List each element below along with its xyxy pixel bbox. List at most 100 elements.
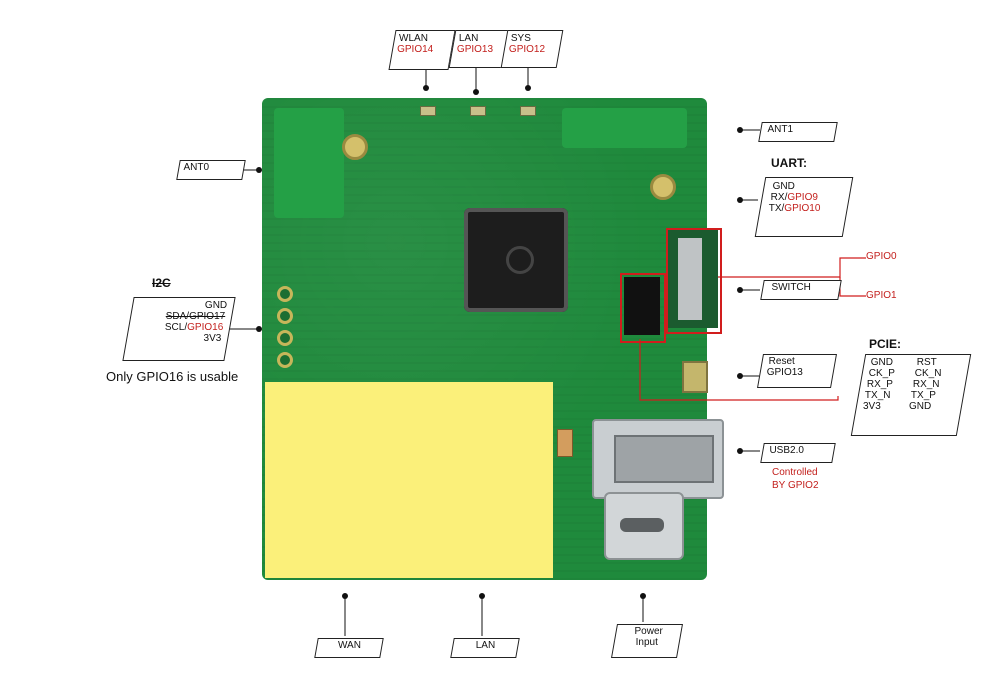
callout-dot <box>737 448 743 454</box>
uart-gnd: GND <box>772 181 795 192</box>
wan-label: WAN <box>314 638 384 658</box>
wlan-gpio: GPIO14 <box>397 44 434 55</box>
soc-chip <box>464 208 568 312</box>
pcie-pin: CK_P <box>868 368 895 379</box>
pcie-pin-header <box>624 277 660 335</box>
sys-name: SYS <box>510 33 531 44</box>
switch-body <box>678 238 702 320</box>
callout-dot <box>640 593 646 599</box>
uart-pin-box: GND RX/GPIO9 TX/GPIO10 <box>754 177 854 237</box>
sys-label: SYS GPIO12 <box>500 30 564 68</box>
pcie-pin: RX_N <box>912 379 940 390</box>
switch-label: SWITCH <box>760 280 842 300</box>
capacitor-icon <box>557 429 573 457</box>
usb-note-line1: Controlled <box>772 467 818 478</box>
i2c-3v3: 3V3 <box>203 333 222 344</box>
pcie-row: RX_P RX_N <box>867 379 959 390</box>
i2c-scl-prefix: SCL/ <box>164 322 188 333</box>
pcie-pin: GND <box>870 357 893 368</box>
header-pin-icon <box>277 330 293 346</box>
i2c-note: Only GPIO16 is usable <box>106 369 239 384</box>
antenna-area-left <box>274 108 344 218</box>
pcie-heading: PCIE: <box>869 337 902 351</box>
usb-label: USB2.0 <box>760 443 836 463</box>
power-label: Power Input <box>611 624 683 658</box>
sys-gpio: GPIO12 <box>508 44 546 55</box>
pcie-pin: TX_N <box>864 390 891 401</box>
ant1-label: ANT1 <box>758 122 838 142</box>
power-line2: Input <box>635 637 658 648</box>
callout-dot <box>737 373 743 379</box>
uart-rx-prefix: RX/ <box>770 192 788 203</box>
usb-note-line2: BY GPIO2 <box>772 480 819 491</box>
reset-label: Reset GPIO13 <box>757 354 837 388</box>
callout-dot <box>479 593 485 599</box>
pcie-pin: TX_P <box>910 390 936 401</box>
ethernet-transformer-cover <box>265 382 553 578</box>
callout-dot <box>423 85 429 91</box>
callout-dot <box>256 167 262 173</box>
micro-usb-opening <box>620 518 664 532</box>
micro-usb-power-port-icon <box>604 492 684 560</box>
sys-led-icon <box>520 106 536 116</box>
lan-bottom-label: LAN <box>450 638 520 658</box>
uart-rx: RX/GPIO9 <box>771 192 841 203</box>
header-pin-icon <box>277 286 293 302</box>
callout-dot <box>737 127 743 133</box>
antenna-area-right <box>562 108 687 148</box>
lan-top-name: LAN <box>458 33 479 44</box>
lan-top-label: LAN GPIO13 <box>448 30 510 68</box>
pcie-pin: RST <box>916 357 937 368</box>
pcie-pin: 3V3 <box>862 401 881 412</box>
uart-tx: TX/GPIO10 <box>769 203 839 214</box>
ant0-text: ANT0 <box>183 162 210 173</box>
switch-gpio0: GPIO0 <box>866 251 897 262</box>
i2c-gnd: GND <box>204 300 228 311</box>
pcie-pin-box: GND RST CK_P CK_N RX_P RX_N TX_N TX_P 3V3 GND <box>850 354 972 436</box>
wlan-led-icon <box>420 106 436 116</box>
lan-top-gpio: GPIO13 <box>456 44 494 55</box>
i2c-scl: SCL/GPIO16 <box>135 322 223 333</box>
switch-text: SWITCH <box>771 282 811 293</box>
usb-text: USB2.0 <box>769 445 804 456</box>
i2c-pin-box: GND SDA/GPIO17 SCL/GPIO16 3V3 <box>122 297 236 361</box>
i2c-header-pins <box>274 282 296 368</box>
uart-heading: UART: <box>771 156 807 170</box>
ant1-text: ANT1 <box>767 124 794 135</box>
pcie-row: TX_N TX_P <box>865 390 957 401</box>
callout-dot <box>737 197 743 203</box>
pcie-pin: CK_N <box>914 368 942 379</box>
callout-dot <box>256 326 262 332</box>
lan-bottom-text: LAN <box>475 640 496 651</box>
uart-tx-gpio: GPIO10 <box>784 203 821 214</box>
header-pin-icon <box>277 352 293 368</box>
uart-rx-gpio: GPIO9 <box>787 192 818 203</box>
callout-dot <box>342 593 348 599</box>
reset-line1: Reset <box>768 356 795 367</box>
power-line1: Power <box>634 626 663 637</box>
switch-gpio1: GPIO1 <box>866 290 897 301</box>
pcie-row: CK_P CK_N <box>869 368 961 379</box>
wan-text: WAN <box>337 640 361 651</box>
usb-note: Controlled BY GPIO2 <box>772 466 819 492</box>
i2c-heading: I2C <box>152 276 171 290</box>
pcie-pin: RX_P <box>866 379 893 390</box>
usb-port-icon <box>592 419 724 499</box>
i2c-text: I2C <box>152 276 171 290</box>
i2c-scl-gpio: GPIO16 <box>187 322 224 333</box>
lan-led-icon <box>470 106 486 116</box>
pcie-row: 3V3 GND <box>863 401 955 412</box>
callout-dot <box>737 287 743 293</box>
usb-port-opening <box>614 435 714 483</box>
switch-component <box>668 230 718 328</box>
reset-line2: GPIO13 <box>766 367 803 378</box>
reset-button-icon <box>682 361 708 393</box>
ant1-connector-icon <box>650 174 676 200</box>
callout-dot <box>473 89 479 95</box>
header-pin-icon <box>277 308 293 324</box>
ant0-connector-icon <box>342 134 368 160</box>
switch-highlight-box <box>666 228 722 334</box>
pcie-pin: GND <box>908 401 932 412</box>
uart-tx-prefix: TX/ <box>768 203 785 214</box>
callout-dot <box>525 85 531 91</box>
